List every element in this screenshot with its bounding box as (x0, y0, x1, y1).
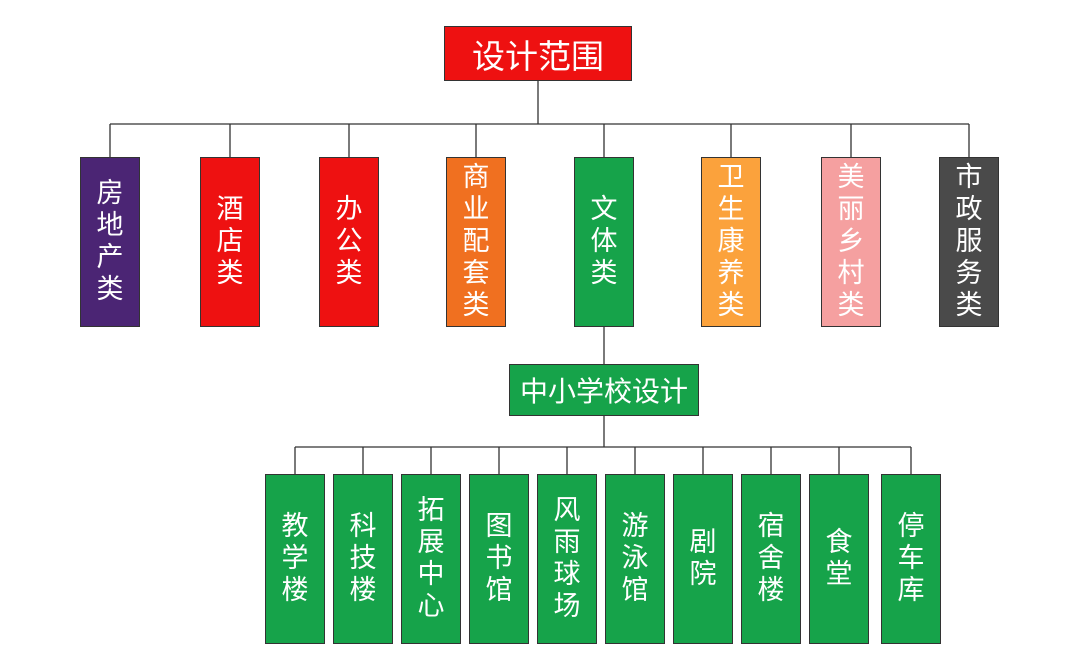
facility-node-label: 食堂 (825, 527, 853, 590)
category-node-label: 卫生康养类 (717, 162, 745, 321)
facility-node: 剧院 (673, 474, 733, 644)
facility-node: 图书馆 (469, 474, 529, 644)
category-node: 美丽乡村类 (821, 157, 881, 327)
category-node-label: 办公类 (335, 194, 363, 289)
facility-node: 科技楼 (333, 474, 393, 644)
category-node-label: 商业配套类 (462, 162, 490, 321)
facility-node-label: 游泳馆 (621, 511, 649, 606)
facility-node: 宿舍楼 (741, 474, 801, 644)
facility-node-label: 图书馆 (485, 511, 513, 606)
category-node: 酒店类 (200, 157, 260, 327)
facility-node-label: 拓展中心 (417, 495, 445, 622)
category-node-label: 美丽乡村类 (837, 162, 865, 321)
facility-node-label: 教学楼 (281, 511, 309, 606)
category-node-label: 酒店类 (216, 194, 244, 289)
facility-node-label: 剧院 (689, 527, 717, 590)
category-node-label: 文体类 (590, 194, 618, 289)
facility-node: 游泳馆 (605, 474, 665, 644)
facility-node-label: 停车库 (897, 511, 925, 606)
facility-node-label: 科技楼 (349, 511, 377, 606)
category-node: 商业配套类 (446, 157, 506, 327)
facility-node: 教学楼 (265, 474, 325, 644)
facility-node: 风雨球场 (537, 474, 597, 644)
root-label: 设计范围 (472, 36, 604, 76)
category-node: 市政服务类 (939, 157, 999, 327)
sub-label: 中小学校设计 (519, 375, 688, 408)
category-node: 办公类 (319, 157, 379, 327)
facility-node: 停车库 (881, 474, 941, 644)
facility-node-label: 宿舍楼 (757, 511, 785, 606)
category-node: 房地产类 (80, 157, 140, 327)
root-node: 设计范围 (444, 26, 632, 81)
category-node-label: 房地产类 (96, 178, 124, 305)
facility-node-label: 风雨球场 (553, 495, 581, 622)
category-node: 文体类 (574, 157, 634, 327)
facility-node: 食堂 (809, 474, 869, 644)
category-node: 卫生康养类 (701, 157, 761, 327)
facility-node: 拓展中心 (401, 474, 461, 644)
category-node-label: 市政服务类 (955, 162, 983, 321)
sub-node: 中小学校设计 (509, 364, 699, 416)
